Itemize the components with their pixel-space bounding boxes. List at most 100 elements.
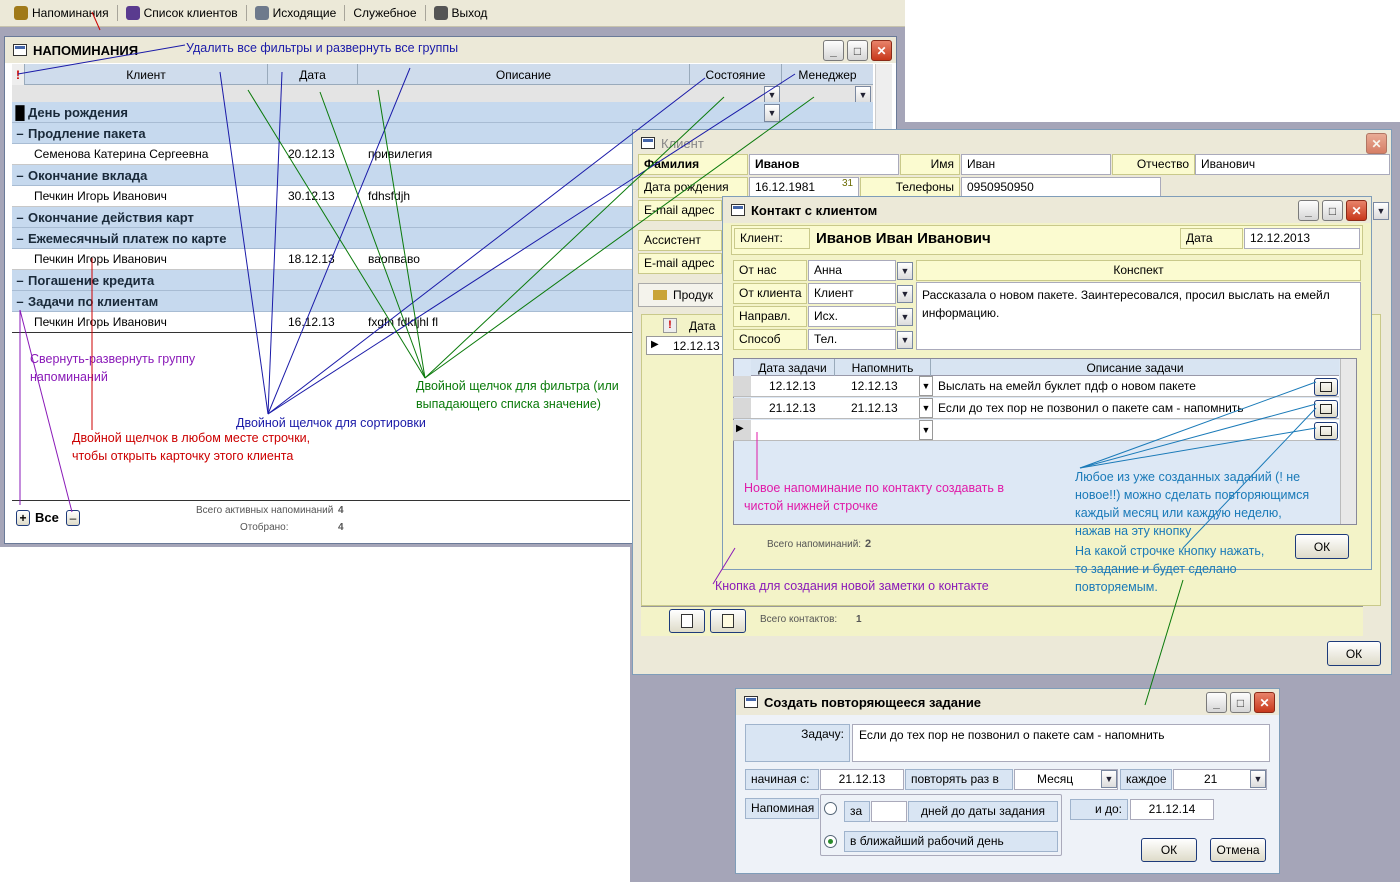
- form-icon: [13, 44, 27, 56]
- contacts-header-date: Дата: [689, 319, 716, 333]
- name-field[interactable]: Иван: [961, 154, 1111, 175]
- edit-contact-button[interactable]: [710, 609, 746, 633]
- column-header-task-desc[interactable]: Описание задачи: [1086, 360, 1184, 375]
- close-button[interactable]: ✕: [1366, 133, 1387, 154]
- products-tab[interactable]: Продук: [638, 283, 728, 307]
- tasks-scrollbar[interactable]: [1340, 359, 1356, 524]
- maximize-button[interactable]: □: [1230, 692, 1251, 713]
- annotation-clear-filters: Удалить все фильтры и развернуть все гру…: [186, 41, 459, 55]
- toolbar-clients[interactable]: Список клиентов: [122, 3, 242, 23]
- exit-icon: [433, 6, 448, 20]
- client-ok-button[interactable]: ОК: [1327, 641, 1381, 666]
- remind-dropdown[interactable]: ▼: [919, 420, 933, 440]
- patronymic-label: Отчество: [1112, 154, 1195, 175]
- option-nearest-workday-radio[interactable]: [824, 835, 837, 848]
- method-label: Способ: [733, 329, 807, 350]
- arrow-line: [247, 89, 426, 379]
- name-label: Имя: [900, 154, 960, 175]
- contact-row[interactable]: ▶12.12.13: [646, 336, 726, 355]
- toolbar-reminders[interactable]: Напоминания: [10, 3, 113, 23]
- manager-filter-dropdown[interactable]: ▼: [855, 86, 871, 104]
- toolbar-outgoing[interactable]: Исходящие: [251, 3, 341, 23]
- summary-header: Конспект: [916, 260, 1361, 281]
- close-button[interactable]: ✕: [1254, 692, 1275, 713]
- minimize-button[interactable]: _: [1298, 200, 1319, 221]
- birth-label: Дата рождения: [638, 177, 748, 198]
- start-field[interactable]: 21.12.13: [820, 769, 904, 790]
- days-before-field[interactable]: [871, 801, 907, 822]
- row-selector-icon: ▶: [651, 339, 659, 350]
- all-label: Все: [35, 510, 59, 525]
- from-client-field[interactable]: Клиент: [808, 283, 896, 304]
- toolbar-separator: [116, 5, 118, 21]
- toolbar-separator: [245, 5, 247, 21]
- repeat-label: повторять раз в: [905, 769, 1013, 790]
- remind-dropdown[interactable]: ▼: [919, 376, 933, 396]
- group-header[interactable]: █День рождения: [12, 102, 873, 123]
- remind-dropdown[interactable]: ▼: [919, 398, 933, 418]
- expand-all-button[interactable]: +: [16, 510, 30, 526]
- calendar-icon: [1320, 426, 1332, 436]
- new-contact-button[interactable]: [669, 609, 705, 633]
- minimize-button[interactable]: _: [823, 40, 844, 61]
- toolbar-exit[interactable]: Выход: [430, 3, 492, 23]
- make-repeating-button[interactable]: [1314, 378, 1338, 396]
- until-field[interactable]: 21.12.14: [1130, 799, 1214, 820]
- repeat-ok-button[interactable]: ОК: [1141, 838, 1197, 862]
- column-header-task-date[interactable]: Дата задачи: [751, 359, 835, 376]
- task-row-new[interactable]: ▶ ▼: [733, 420, 1339, 441]
- direction-dropdown[interactable]: ▼: [897, 308, 913, 326]
- close-button[interactable]: ✕: [871, 40, 892, 61]
- column-header-date[interactable]: Дата: [268, 64, 358, 85]
- repeat-cancel-button[interactable]: Отмена: [1210, 838, 1266, 862]
- column-header-client[interactable]: Клиент: [25, 64, 268, 85]
- close-button[interactable]: ✕: [1346, 200, 1367, 221]
- contact-ok-button[interactable]: ОК: [1295, 534, 1349, 559]
- until-label: и до:: [1070, 799, 1128, 820]
- task-row[interactable]: 21.12.13 21.12.13 ▼ Если до тех пор не п…: [733, 398, 1339, 419]
- row-selector[interactable]: [733, 376, 751, 396]
- contacts-total: 1: [856, 614, 862, 625]
- row-selector[interactable]: [733, 398, 751, 418]
- from-us-field[interactable]: Анна: [808, 260, 896, 281]
- arrow-line: [1079, 427, 1317, 469]
- days-before-prefix: за: [844, 801, 870, 822]
- column-header-manager[interactable]: Менеджер: [798, 67, 857, 82]
- task-field[interactable]: Если до тех пор не позвонил о пакете сам…: [852, 724, 1270, 762]
- make-repeating-button[interactable]: [1314, 422, 1338, 440]
- method-field[interactable]: Тел.: [808, 329, 896, 350]
- maximize-button[interactable]: □: [847, 40, 868, 61]
- new-document-icon: [681, 614, 693, 628]
- email-dropdown[interactable]: ▼: [1373, 202, 1389, 220]
- group-filter-dropdown[interactable]: ▼: [764, 104, 780, 122]
- direction-field[interactable]: Исх.: [808, 306, 896, 327]
- toolbar-service[interactable]: Служебное: [353, 6, 417, 20]
- column-header-state[interactable]: Состояние: [690, 64, 782, 85]
- client-label: Клиент:: [734, 228, 810, 249]
- minimize-button[interactable]: _: [1206, 692, 1227, 713]
- from-us-dropdown[interactable]: ▼: [897, 262, 913, 280]
- column-header-remind[interactable]: Напомнить: [835, 359, 931, 376]
- patronymic-field[interactable]: Иванович: [1195, 154, 1390, 175]
- period-field[interactable]: Месяц: [1014, 769, 1118, 790]
- method-dropdown[interactable]: ▼: [897, 331, 913, 349]
- maximize-button[interactable]: □: [1322, 200, 1343, 221]
- from-client-dropdown[interactable]: ▼: [897, 285, 913, 303]
- arrow-line: [319, 91, 426, 379]
- task-label: Задачу:: [745, 724, 850, 762]
- task-row[interactable]: 12.12.13 12.12.13 ▼ Выслать на емейл бук…: [733, 376, 1339, 397]
- every-field[interactable]: 21: [1173, 769, 1267, 790]
- column-header-description[interactable]: Описание: [358, 64, 690, 85]
- annotation-new-reminder: Новое напоминание по контакту создавать …: [744, 481, 1004, 513]
- date-field[interactable]: 12.12.2013: [1244, 228, 1360, 249]
- period-dropdown[interactable]: ▼: [1101, 770, 1117, 788]
- arrow-line: [91, 11, 101, 31]
- every-dropdown[interactable]: ▼: [1250, 770, 1266, 788]
- clear-filters-button[interactable]: !: [12, 64, 25, 85]
- summary-field[interactable]: Рассказала о новом пакете. Заинтересовал…: [916, 282, 1361, 350]
- option-days-before-radio[interactable]: [824, 802, 837, 815]
- every-label: каждое: [1120, 769, 1172, 790]
- collapse-all-button[interactable]: –: [66, 510, 80, 526]
- surname-field[interactable]: Иванов: [749, 154, 899, 175]
